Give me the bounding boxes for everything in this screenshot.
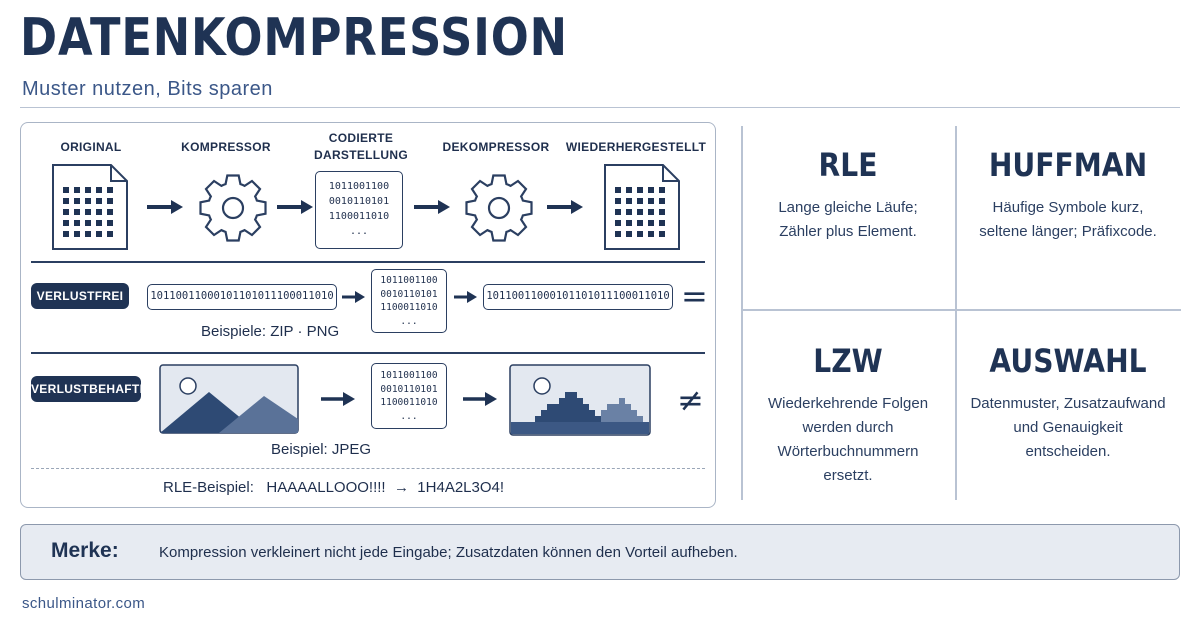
not-equal-symbol: ≠ (677, 381, 704, 419)
step-label-codierte-darstellung: CODIERTE DARSTELLUNG (314, 131, 408, 162)
card-title-rle: RLE (818, 146, 878, 184)
page-subtitle: Muster nutzen, Bits sparen (22, 78, 273, 100)
card-title-auswahl: AUSWAHL (989, 342, 1147, 380)
badge-verlustbehaftet: VERLUSTBEHAFTET (31, 376, 155, 402)
section-divider (31, 261, 705, 263)
step-label-dekompressor: DEKOMPRESSOR (442, 140, 550, 154)
landscape-image-icon (159, 364, 299, 434)
arrow-right-icon (463, 392, 497, 406)
step-label-original: ORIGINAL (60, 140, 122, 154)
arrow-right-icon (454, 291, 477, 303)
arrow-right-icon (342, 291, 365, 303)
compression-flow-panel: ORIGINAL KOMPRESSOR CODIERTE DARSTELLUNG… (20, 122, 716, 508)
badge-verlustfrei: VERLUSTFREI (31, 283, 129, 309)
title-divider (20, 107, 1180, 108)
arrow-right-icon (147, 200, 183, 214)
step-label-wiederhergestellt: WIEDERHERGESTELLT (565, 140, 707, 154)
arrow-right-icon (414, 200, 450, 214)
card-title-lzw: LZW (813, 342, 883, 380)
lossless-input-bits: 10110011000101101011100011010 (147, 284, 337, 310)
page-title: DATENKOMPRESSION (20, 8, 568, 68)
gear-icon (465, 174, 533, 242)
lossless-code-box: 1011001100 0010110101 1100011010 ... (371, 269, 447, 333)
document-icon (604, 164, 680, 250)
merke-text: Kompression verkleinert nicht jede Einga… (159, 544, 738, 561)
lossy-caption: Beispiel: JPEG (271, 441, 372, 458)
grid-divider (741, 126, 743, 500)
grid-divider (741, 309, 1181, 311)
document-icon (52, 164, 128, 250)
lossless-output-bits: 10110011000101101011100011010 (483, 284, 673, 310)
pixelated-image-icon (509, 364, 651, 436)
merke-label: Merke: (51, 539, 119, 562)
lossless-caption: Beispiele: ZIP · PNG (201, 323, 340, 340)
arrow-right-icon (321, 392, 355, 406)
grid-divider (955, 126, 957, 500)
footer-site-name: schulminator.com (22, 595, 146, 612)
equals-symbol: = (681, 277, 708, 315)
arrow-right-icon (277, 200, 313, 214)
step-label-kompressor: KOMPRESSOR (181, 140, 271, 154)
arrow-right-icon (547, 200, 583, 214)
lossy-code-box: 1011001100 0010110101 1100011010 ... (371, 363, 447, 429)
section-divider (31, 352, 705, 354)
rle-example: RLE-Beispiel: HAAAALLOOO!!!! → 1H4A2L3O4… (163, 479, 505, 496)
card-text-lzw: Wiederkehrende Folgen werden durch Wörte… (767, 395, 929, 484)
card-text-rle: Lange gleiche Läufe; Zähler plus Element… (778, 199, 918, 240)
gear-icon (199, 174, 267, 242)
merke-callout: Merke: Kompression verkleinert nicht jed… (20, 524, 1180, 580)
card-title-huffman: HUFFMAN (988, 146, 1148, 184)
encoded-code-box: 1011001100 0010110101 1100011010 ... (315, 171, 403, 249)
card-text-huffman: Häufige Symbole kurz, seltene länger; Pr… (979, 199, 1157, 240)
dashed-divider (31, 468, 705, 469)
card-text-auswahl: Datenmuster, Zusatzaufwand und Genauigke… (970, 395, 1166, 460)
